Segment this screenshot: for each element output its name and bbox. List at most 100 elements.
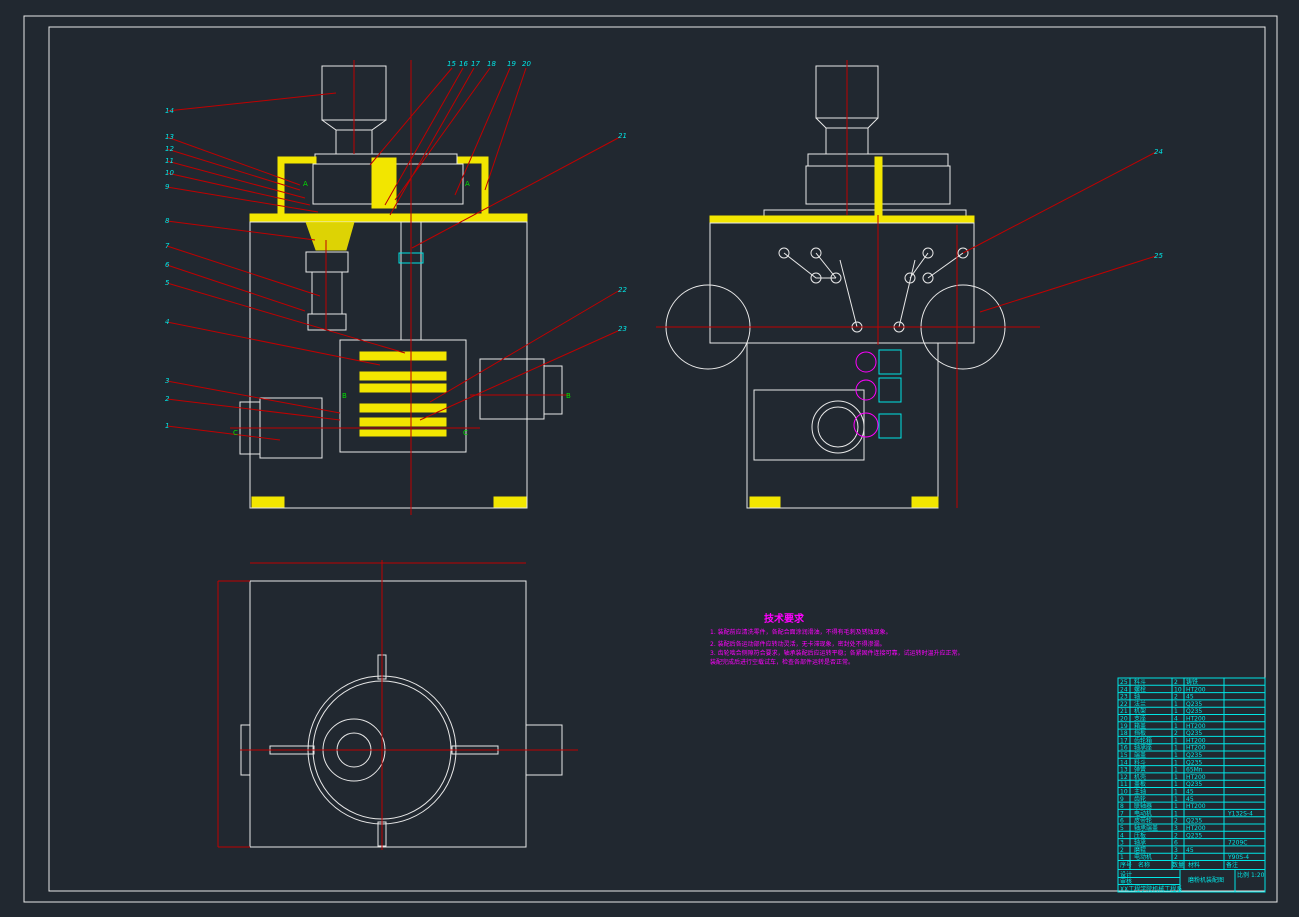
parts-cell: 机壳 xyxy=(1134,773,1146,781)
tech-req-title: 技术要求 xyxy=(764,612,805,625)
parts-cell: 45 xyxy=(1186,847,1194,854)
parts-cell: 14 xyxy=(1120,759,1128,766)
parts-cell: 齿轮箱 xyxy=(1134,736,1152,744)
leader-label: 12 xyxy=(165,145,174,153)
parts-cell: 2 xyxy=(1174,832,1178,839)
leader-label: 21 xyxy=(618,132,627,140)
parts-cell: 11 xyxy=(1120,781,1128,788)
parts-cell: 主轴 xyxy=(1134,788,1146,796)
parts-cell: 1 xyxy=(1174,774,1178,781)
leader-label: 5 xyxy=(165,279,170,287)
parts-cell: 4 xyxy=(1120,832,1124,839)
parts-cell: 电动机 xyxy=(1134,853,1152,861)
parts-cell: 21 xyxy=(1120,708,1128,715)
parts-cell: 端盖 xyxy=(1134,751,1146,759)
parts-cell: 3 xyxy=(1120,840,1124,847)
parts-cell: Q235 xyxy=(1186,752,1202,759)
top-view xyxy=(217,560,578,850)
tech-req-item: 1. 装配前应清洗零件，各配合面涂润滑油，不得有毛刺及锈蚀现象。 xyxy=(710,628,892,636)
section-mark: C xyxy=(233,429,238,437)
parts-cell: 压板 xyxy=(1134,831,1146,839)
section-mark: A xyxy=(303,180,308,188)
parts-cell: 16 xyxy=(1120,745,1128,752)
parts-cell: 1 xyxy=(1174,810,1178,817)
parts-cell: 65Mn xyxy=(1186,767,1203,774)
parts-cell: 料斗 xyxy=(1134,678,1146,686)
parts-cell: 1 xyxy=(1174,752,1178,759)
header-no: 序号 xyxy=(1120,861,1132,869)
parts-cell: 3 xyxy=(1174,825,1178,832)
leader-label: 7 xyxy=(165,242,170,250)
parts-cell: 8 xyxy=(1120,803,1124,810)
parts-cell: 箱盖 xyxy=(1134,722,1146,730)
leader-label: 17 xyxy=(471,60,480,68)
parts-cell: 料斗 xyxy=(1134,758,1146,766)
parts-cell: Y132S-4 xyxy=(1227,810,1253,817)
scale-value: 1:20 xyxy=(1251,872,1265,879)
parts-cell: 12 xyxy=(1120,774,1128,781)
parts-cell: HT200 xyxy=(1186,745,1206,752)
school-name: XX工程学院机械工程系 xyxy=(1120,885,1182,893)
parts-cell: 23 xyxy=(1120,694,1128,701)
parts-cell: 铸铁 xyxy=(1186,678,1198,686)
leader-label: 9 xyxy=(165,183,170,191)
section-mark: C xyxy=(463,429,468,437)
parts-cell: 皮带轮 xyxy=(1134,817,1152,825)
parts-cell: 17 xyxy=(1120,737,1128,744)
parts-cell: 1 xyxy=(1174,745,1178,752)
drawing-title: 磨粉机装配图 xyxy=(1188,876,1224,884)
parts-cell: 盖板 xyxy=(1134,780,1146,788)
parts-cell: 磨辊 xyxy=(1134,846,1146,854)
parts-cell: 2 xyxy=(1174,730,1178,737)
parts-cell: 7209C xyxy=(1228,840,1247,847)
tech-req-item: 装配完成后进行空载试车，检查各部件运转是否正常。 xyxy=(710,658,854,666)
parts-cell: 1 xyxy=(1174,701,1178,708)
leader-label: 23 xyxy=(618,325,627,333)
leader-label: 4 xyxy=(165,318,169,326)
parts-cell: 19 xyxy=(1120,723,1128,730)
leader-label: 10 xyxy=(165,169,174,177)
parts-cell: 2 xyxy=(1174,679,1178,686)
parts-cell: Q235 xyxy=(1186,832,1202,839)
parts-cell: 机架 xyxy=(1134,707,1146,715)
parts-cell: 联轴器 xyxy=(1134,802,1152,810)
parts-cell: 螺栓 xyxy=(1134,685,1146,693)
leader-label: 6 xyxy=(165,261,170,269)
parts-cell: HT200 xyxy=(1186,737,1206,744)
parts-cell: 1 xyxy=(1174,803,1178,810)
header-qty: 数量 xyxy=(1172,861,1184,869)
leader-label: 15 xyxy=(447,60,456,68)
parts-cell: HT200 xyxy=(1186,774,1206,781)
parts-cell: 45 xyxy=(1186,796,1194,803)
leader-label: 22 xyxy=(618,286,627,294)
parts-cell: Q235 xyxy=(1186,759,1202,766)
parts-cell: 1 xyxy=(1174,781,1178,788)
header-material: 材料 xyxy=(1188,861,1200,869)
parts-cell: 2 xyxy=(1174,694,1178,701)
parts-cell: 挡板 xyxy=(1134,729,1146,737)
parts-cell: 15 xyxy=(1120,752,1128,759)
parts-cell: 6 xyxy=(1174,840,1178,847)
leader-label: 18 xyxy=(487,60,496,68)
parts-cell: 电动机 xyxy=(1134,809,1152,817)
parts-cell: 1 xyxy=(1174,723,1178,730)
parts-cell: Y90S-4 xyxy=(1227,854,1249,861)
side-view: 24 25 xyxy=(656,60,1163,509)
parts-cell: 24 xyxy=(1120,686,1128,693)
parts-cell: 1 xyxy=(1174,708,1178,715)
parts-cell: 2 xyxy=(1120,847,1124,854)
front-view: 14 13 12 11 10 9 8 7 6 5 4 3 2 1 15 16 1… xyxy=(165,60,627,515)
parts-cell: 弹簧 xyxy=(1134,766,1146,774)
parts-cell: 1 xyxy=(1120,854,1124,861)
parts-cell: 1 xyxy=(1174,789,1178,796)
parts-cell: 45 xyxy=(1186,789,1194,796)
parts-cell: 25 xyxy=(1120,679,1128,686)
header-name: 名称 xyxy=(1138,861,1150,869)
parts-cell: 6 xyxy=(1120,818,1124,825)
parts-cell: 1 xyxy=(1174,796,1178,803)
parts-cell: 10 xyxy=(1174,686,1182,693)
parts-cell: 18 xyxy=(1120,730,1128,737)
parts-cell: 轴承座 xyxy=(1134,744,1152,752)
parts-cell: 20 xyxy=(1120,716,1128,723)
